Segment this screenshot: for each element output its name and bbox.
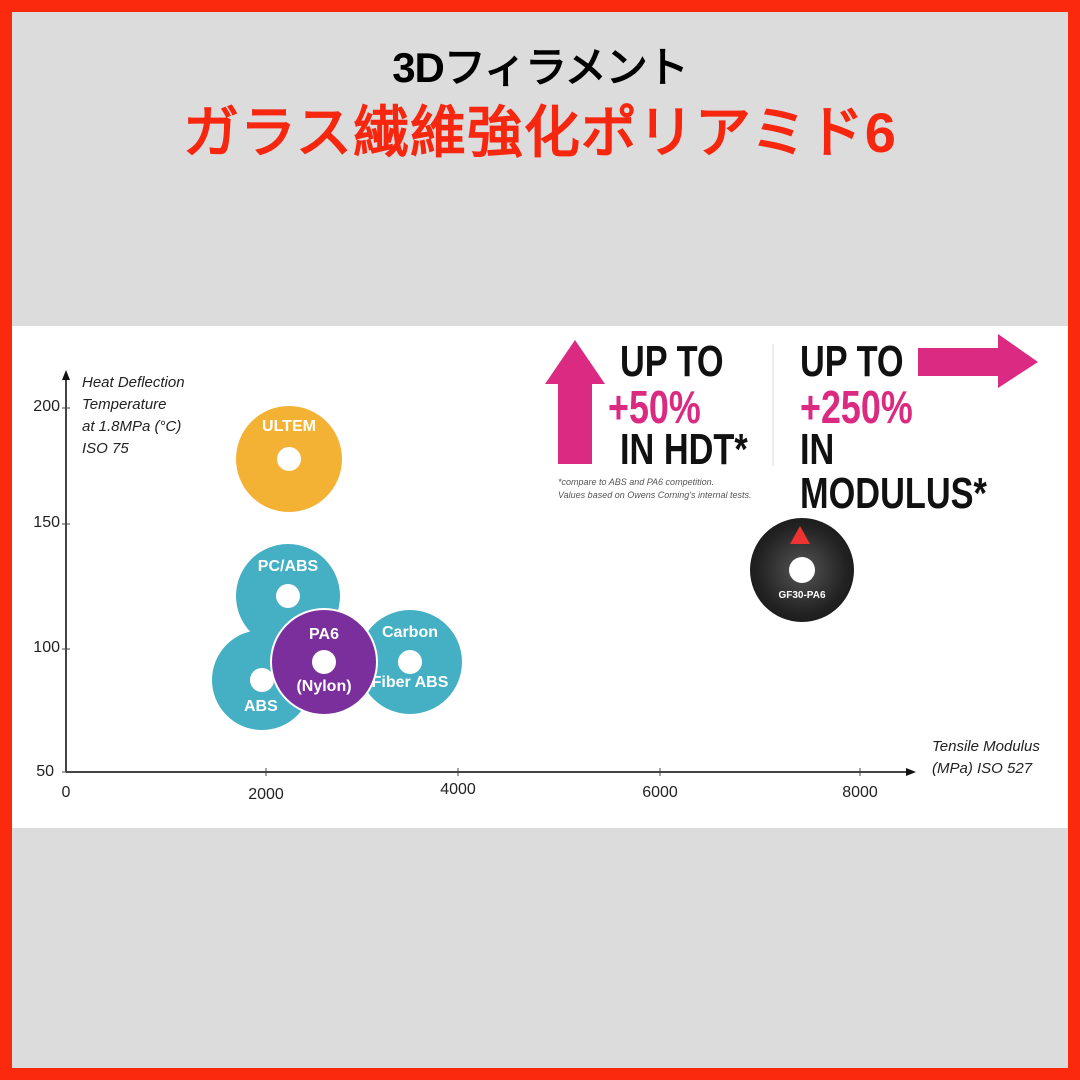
pcabs-label: PC/ABS: [257, 558, 319, 575]
y-tick-200: 200: [33, 398, 60, 415]
y-axis-label-line: ISO 75: [82, 440, 129, 457]
pa6-disc: PA6 (Nylon): [270, 608, 378, 716]
page-title: ガラス繊維強化ポリアミド6: [183, 101, 897, 164]
product-label: GF30-PA6: [778, 590, 826, 601]
nylon-label: (Nylon): [296, 678, 352, 695]
x-tick-8000: 8000: [842, 784, 878, 801]
y-axis-label-line: Heat Deflection: [82, 374, 185, 391]
modulus-label: IN MODULUS*: [800, 425, 987, 518]
disc-hole: [312, 650, 336, 674]
disc-hole: [277, 447, 301, 471]
footnote-line: *compare to ABS and PA6 competition.: [558, 477, 715, 487]
logo-icon: [790, 526, 810, 544]
y-tick-100: 100: [33, 639, 60, 656]
modulus-value: +250%: [800, 381, 913, 433]
carbon-label: Carbon: [382, 624, 438, 641]
hdt-label: IN HDT*: [620, 425, 748, 474]
y-tick-150: 150: [33, 514, 60, 531]
x-axis-label-line: Tensile Modulus: [932, 738, 1040, 755]
x-tick-6000: 6000: [642, 784, 678, 801]
x-tick-4000: 4000: [440, 781, 476, 798]
y-axis-label: Heat Deflection Temperature at 1.8MPa (°…: [82, 372, 185, 460]
subtitle: 3Dフィラメント: [392, 44, 689, 91]
x-tick-0: 0: [61, 784, 71, 801]
gf30-pa6-spool: GF30-PA6: [750, 518, 854, 622]
hdt-up-to: UP TO: [620, 337, 724, 386]
footnote-line: Values based on Owens Corning's internal…: [558, 490, 752, 500]
chart-axes: [62, 334, 1038, 776]
ultem-label: ULTEM: [262, 418, 316, 435]
y-axis-label-line: Temperature: [82, 396, 167, 413]
modulus-up-to: UP TO: [800, 337, 904, 386]
footnote: *compare to ABS and PA6 competition. Val…: [558, 476, 752, 502]
fiber-abs-label: Fiber ABS: [371, 674, 449, 691]
disc-hole: [789, 557, 815, 583]
abs-label: ABS: [244, 698, 278, 715]
up-arrow-icon: [545, 340, 605, 464]
chart-panel: 200 150 100 50 0 2000 4000 6000 8000 Hea…: [12, 326, 1068, 828]
x-axis-label-line: (MPa) ISO 527: [932, 760, 1033, 777]
x-tick-2000: 2000: [248, 786, 284, 803]
ultem-disc: ULTEM: [236, 406, 342, 512]
disc-hole: [398, 650, 422, 674]
pa6-label: PA6: [309, 626, 339, 643]
x-axis-label: Tensile Modulus (MPa) ISO 527: [932, 736, 1040, 780]
right-arrow-icon: [918, 334, 1038, 388]
y-axis-label-line: at 1.8MPa (°C): [82, 418, 182, 435]
disc-hole: [276, 584, 300, 608]
hdt-value: +50%: [608, 381, 701, 433]
y-tick-50: 50: [36, 763, 54, 780]
